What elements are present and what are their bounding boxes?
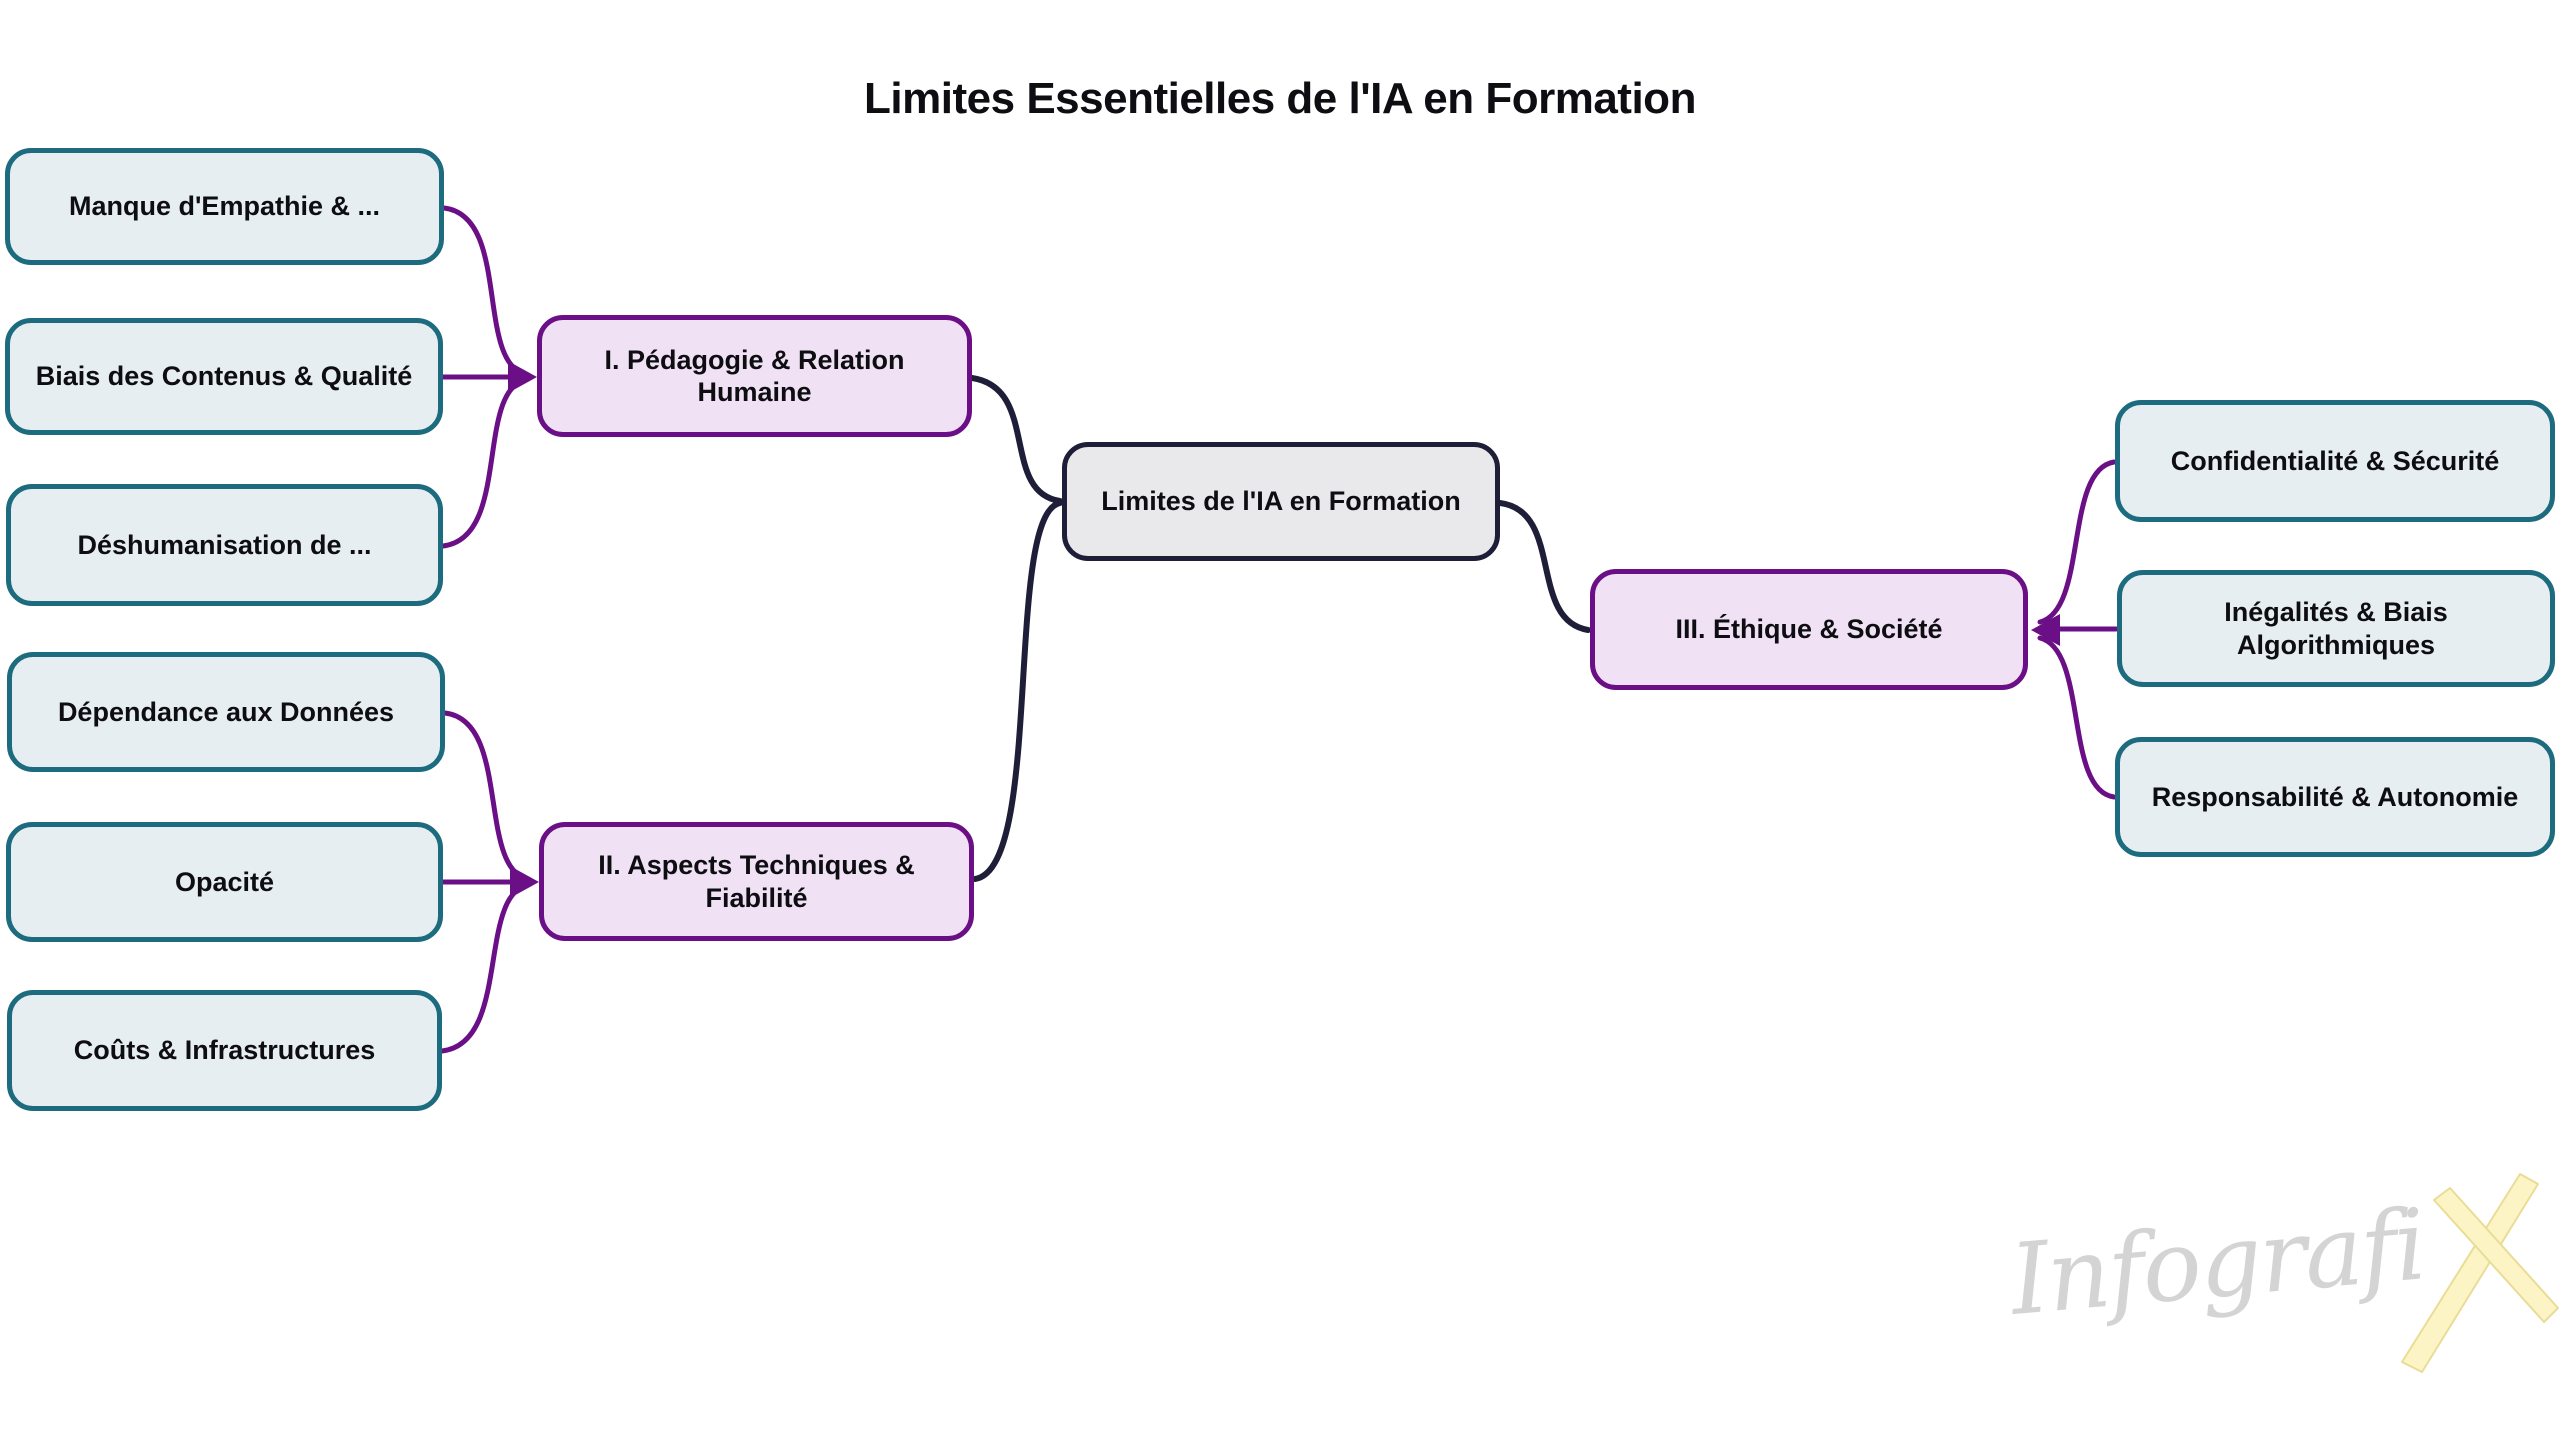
diagram-title: Limites Essentielles de l'IA en Formatio… bbox=[864, 74, 1696, 123]
leaf-node-inegalites-biais: Inégalités & Biais Algorithmiques bbox=[2117, 570, 2555, 687]
arrowhead-branch2 bbox=[510, 866, 539, 898]
connector-branch3-leaf9 bbox=[2037, 635, 2117, 800]
watermark-x-blade-long bbox=[2401, 1173, 2539, 1373]
connector-leaf6-branch2 bbox=[439, 881, 533, 1054]
connector-leaf3-branch1 bbox=[440, 376, 531, 549]
watermark-x-blade-short bbox=[2433, 1187, 2559, 1323]
root-node-limites-ia: Limites de l'IA en Formation bbox=[1062, 442, 1500, 561]
leaf-node-confidentialite-securite: Confidentialité & Sécurité bbox=[2115, 400, 2555, 522]
leaf-node-couts-infrastructures: Coûts & Infrastructures bbox=[7, 990, 442, 1111]
connector-branch2-root bbox=[972, 500, 1063, 882]
leaf-node-manque-empathie: Manque d'Empathie & ... bbox=[5, 148, 444, 265]
arrowhead-branch1 bbox=[508, 361, 537, 393]
arrowhead-branch3 bbox=[2031, 614, 2060, 646]
connector-root-branch3 bbox=[1497, 500, 1591, 633]
connector-group-root bbox=[969, 375, 1591, 882]
leaf-node-responsabilite-autonomie: Responsabilité & Autonomie bbox=[2115, 737, 2555, 857]
branch-node-aspects-techniques: II. Aspects Techniques & Fiabilité bbox=[539, 822, 974, 941]
watermark-x-icon bbox=[2401, 1173, 2559, 1373]
connector-leaf1-branch1 bbox=[441, 205, 531, 378]
leaf-node-opacite: Opacité bbox=[6, 822, 443, 942]
leaf-node-deshumanisation: Déshumanisation de ... bbox=[6, 484, 443, 606]
branch-node-pedagogie: I. Pédagogie & Relation Humaine bbox=[537, 315, 972, 437]
leaf-node-biais-contenus: Biais des Contenus & Qualité bbox=[5, 318, 443, 435]
connector-branch3-leaf7 bbox=[2037, 459, 2117, 625]
branch-node-ethique-societe: III. Éthique & Société bbox=[1590, 569, 2028, 690]
connector-branch1-root bbox=[969, 375, 1063, 504]
leaf-node-dependance-donnees: Dépendance aux Données bbox=[7, 652, 445, 772]
connector-leaf4-branch2 bbox=[442, 710, 533, 883]
